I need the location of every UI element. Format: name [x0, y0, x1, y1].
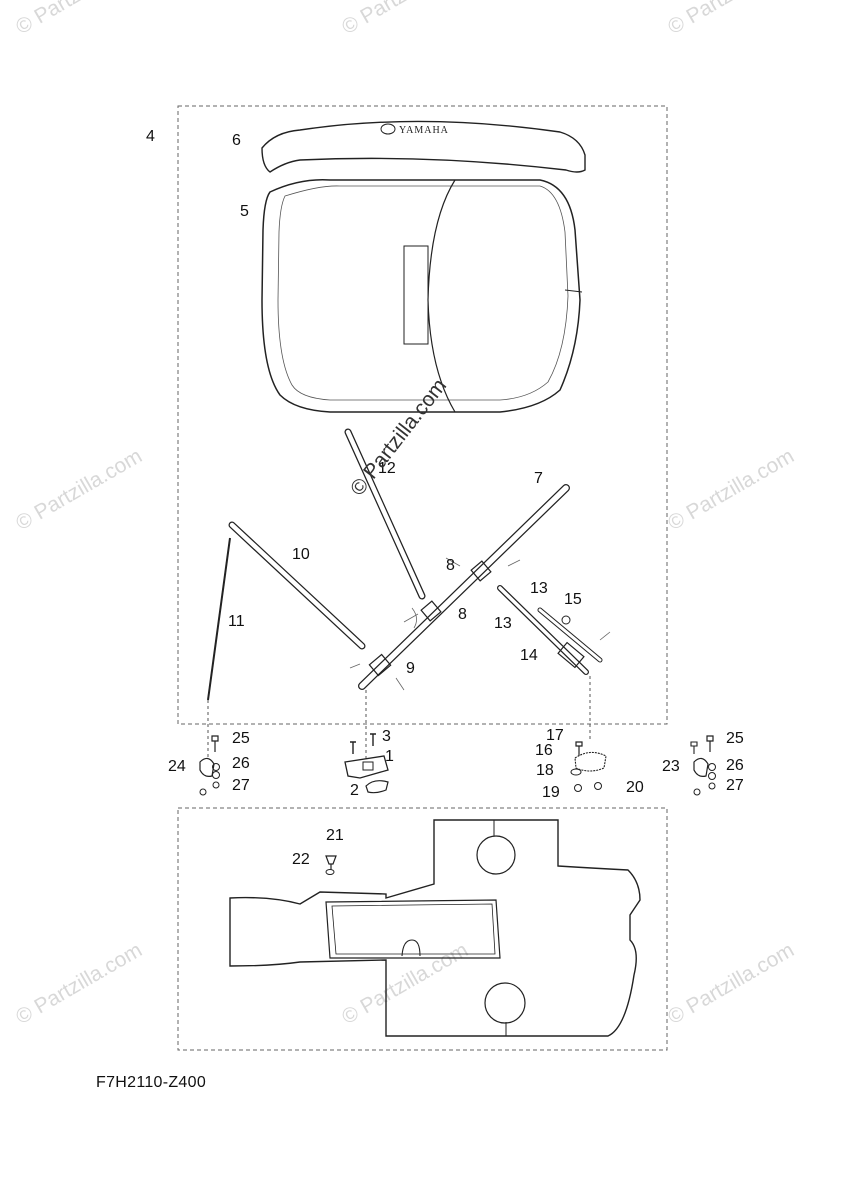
callout-25-right: 25	[726, 730, 744, 747]
callout-10: 10	[292, 546, 310, 563]
pole-13-inner	[498, 586, 588, 674]
hinge-24-left	[199, 757, 215, 777]
callout-11: 11	[228, 613, 245, 630]
screw-3	[350, 733, 376, 754]
washer-26-left-b	[212, 771, 220, 779]
diagram-code: F7H2110-Z400	[96, 1074, 207, 1091]
callout-21: 21	[326, 827, 344, 844]
nut-27-left-b	[199, 788, 207, 796]
callout-8a: 8	[446, 557, 455, 574]
pole-13b-inner	[538, 608, 602, 662]
mat-20	[229, 819, 641, 1037]
callout-26-left: 26	[232, 755, 250, 772]
callout-22: 22	[292, 851, 310, 868]
nut-19	[574, 784, 582, 792]
cover-canvas-inner	[277, 185, 569, 401]
brand-logo-text: YAMAHA	[399, 125, 449, 136]
pole-10-inner	[229, 522, 365, 649]
mat-notch	[401, 939, 421, 957]
callout-4: 4	[146, 128, 155, 145]
callout-1: 1	[385, 748, 394, 765]
strap-11	[207, 537, 231, 701]
callout-15: 15	[564, 591, 582, 608]
nut-27-right-b	[693, 788, 701, 796]
cover-panel	[403, 245, 429, 345]
group-box-4	[177, 105, 668, 725]
bracket-1-slot	[362, 761, 374, 771]
frame-7-inner	[359, 485, 569, 689]
bolt-17	[575, 741, 583, 756]
pole-12-inner	[345, 429, 425, 599]
clamp-9	[368, 653, 392, 677]
callout-13b: 13	[494, 615, 512, 632]
nut-27-right	[708, 782, 716, 790]
washer-26-right-b	[708, 772, 716, 780]
callout-27-left: 27	[232, 777, 250, 794]
bolt-25-right	[706, 735, 714, 752]
callout-2: 2	[350, 782, 359, 799]
callout-5: 5	[240, 203, 249, 220]
callout-27-right: 27	[726, 777, 744, 794]
callout-24: 24	[168, 758, 186, 775]
nut-27-left	[212, 781, 220, 789]
mount-16	[574, 751, 607, 772]
washer-22	[325, 869, 335, 875]
fastener-wire	[349, 557, 611, 691]
mat-20-inner	[325, 899, 501, 959]
screw-21	[325, 855, 337, 870]
brand-logo-icon	[380, 123, 396, 135]
hinge-23-right	[693, 757, 709, 777]
callout-18: 18	[536, 762, 554, 779]
callout-9: 9	[406, 660, 415, 677]
bolt-25-left	[211, 735, 219, 752]
callout-16: 16	[535, 742, 553, 759]
callout-19: 19	[542, 784, 560, 801]
cover-top-bar	[261, 120, 586, 173]
nut-19-b	[594, 782, 602, 790]
clamp-8-upper	[470, 560, 492, 582]
callout-7: 7	[534, 470, 543, 487]
clamp-8-lower	[420, 600, 442, 622]
washer-18	[570, 768, 582, 776]
bolt-25-right-b	[690, 741, 698, 754]
callout-14: 14	[520, 647, 538, 664]
callout-13a: 13	[530, 580, 548, 597]
knob-2	[365, 780, 389, 794]
mat-hole-upper	[476, 835, 516, 875]
callout-23: 23	[662, 758, 680, 775]
mat-20-inner-b	[331, 903, 496, 955]
knob-15	[561, 615, 571, 625]
callout-20: 20	[626, 779, 644, 796]
cover-strap	[564, 289, 583, 293]
washer-26-right	[708, 763, 716, 771]
bracket-1	[344, 755, 389, 779]
clamp-14	[557, 641, 585, 669]
group-box-20	[177, 807, 668, 1051]
mat-hole-lower	[484, 982, 526, 1024]
callout-3: 3	[382, 728, 391, 745]
callout-26-right: 26	[726, 757, 744, 774]
callout-25-left: 25	[232, 730, 250, 747]
callout-17: 17	[546, 727, 564, 744]
callout-6: 6	[232, 132, 241, 149]
washer-26-left	[212, 763, 220, 771]
callout-12: 12	[378, 460, 396, 477]
callout-8b: 8	[458, 606, 467, 623]
cover-canvas	[261, 179, 581, 413]
